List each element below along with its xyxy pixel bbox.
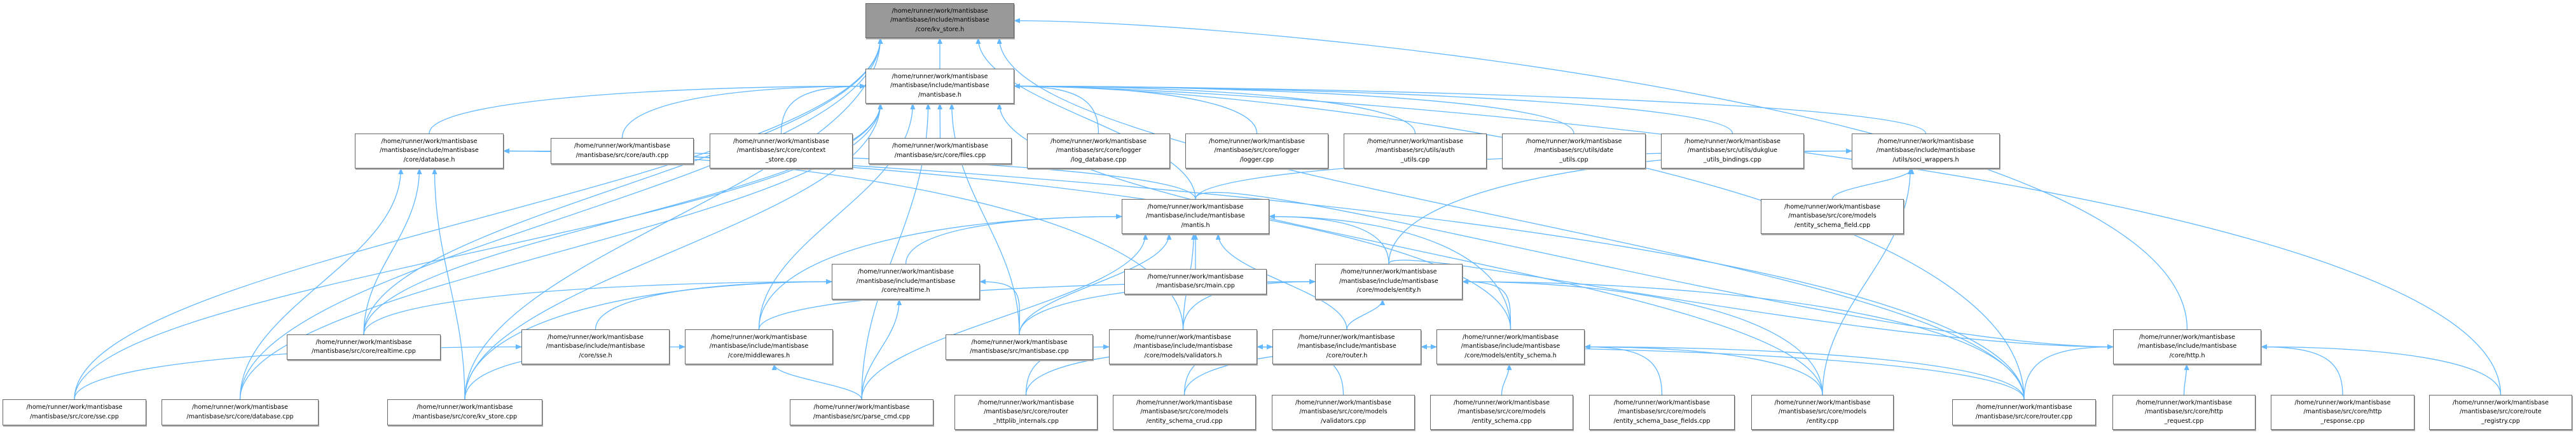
edge-realtime_cpp-to-database_h — [363, 168, 422, 335]
edge-http_response_cpp-to-http_h — [2261, 344, 2343, 395]
edge-route_registry_cpp-to-http_h — [2261, 344, 2502, 395]
edge-log_database_cpp-to-mantisbase_h — [1014, 83, 1099, 134]
edge-database_cpp-to-kv_store_h — [239, 38, 883, 400]
edge-parse_cmd_cpp-to-realtime_h — [861, 299, 902, 400]
edge-context_store_cpp-to-mantisbase_h — [780, 83, 866, 134]
edge-entity_schema_cpp-to-entity_schema_h — [1501, 364, 1512, 395]
edge-entity_schema_h-to-mantis_h — [1269, 214, 1512, 330]
edge-auth_cpp-to-mantisbase_h — [621, 83, 866, 139]
edge-entity_cpp-to-entity_schema_h — [1584, 344, 1823, 395]
edge-kv_store_cpp-to-realtime_h — [464, 279, 832, 400]
node-files-cpp[interactable]: /home/runner/work/mantisbase /mantisbase… — [869, 138, 1012, 164]
node-mantisbase-h[interactable]: /home/runner/work/mantisbase /mantisbase… — [865, 69, 1014, 104]
node-entity-schema-base-fields-cpp[interactable]: /home/runner/work/mantisbase /mantisbase… — [1589, 395, 1735, 430]
node-validators-cpp[interactable]: /home/runner/work/mantisbase /mantisbase… — [1272, 395, 1415, 430]
node-http-request-cpp[interactable]: /home/runner/work/mantisbase /mantisbase… — [2112, 395, 2256, 430]
node-realtime-cpp[interactable]: /home/runner/work/mantisbase /mantisbase… — [287, 334, 441, 360]
edge-mantisbase_cpp-to-realtime_h — [979, 279, 1021, 335]
edge-realtime_cpp-to-kv_store_h — [363, 38, 883, 335]
edge-mantis_h-to-http_h — [1195, 191, 2114, 350]
node-dukglue-utils-bindings-cpp[interactable]: /home/runner/work/mantisbase /mantisbase… — [1661, 134, 1804, 168]
node-sse-cpp[interactable]: /home/runner/work/mantisbase /mantisbase… — [3, 399, 146, 425]
node-log-database-cpp[interactable]: /home/runner/work/mantisbase /mantisbase… — [1027, 134, 1170, 168]
edge-entity_schema_h-to-database_h — [503, 148, 1512, 330]
edge-kv_store_cpp-to-database_h — [432, 168, 465, 400]
edge-entity_schema_base_fields_cpp-to-entity_schema_h — [1584, 344, 1663, 395]
edge-entity_schema_h-to-entity_h — [1462, 279, 1512, 330]
node-entity-schema-field-cpp[interactable]: /home/runner/work/mantisbase /mantisbase… — [1761, 199, 1904, 234]
node-kv-store-cpp[interactable]: /home/runner/work/mantisbase /mantisbase… — [387, 399, 542, 425]
node-database-h[interactable]: /home/runner/work/mantisbase /mantisbase… — [355, 134, 504, 168]
node-auth-utils-cpp[interactable]: /home/runner/work/mantisbase /mantisbase… — [1344, 134, 1487, 168]
node-entity-schema-cpp[interactable]: /home/runner/work/mantisbase /mantisbase… — [1430, 395, 1573, 430]
node-entity-schema-h[interactable]: /home/runner/work/mantisbase /mantisbase… — [1436, 329, 1585, 364]
edge-sse_cpp-to-kv_store_h — [74, 38, 883, 400]
edge-sse_h-to-realtime_h — [595, 279, 832, 330]
edge-router_h-to-entity_h — [1346, 299, 1386, 330]
edge-database_cpp-to-database_h — [239, 168, 404, 400]
node-soci-wrappers-h[interactable]: /home/runner/work/mantisbase /mantisbase… — [1852, 134, 2000, 168]
edge-database_h-to-mantisbase_h — [429, 83, 866, 134]
edge-dukglue_cpp-to-mantisbase_h — [1014, 83, 1733, 134]
node-parse-cmd-cpp[interactable]: /home/runner/work/mantisbase /mantisbase… — [790, 399, 933, 425]
node-database-cpp[interactable]: /home/runner/work/mantisbase /mantisbase… — [162, 399, 319, 425]
node-logger-cpp[interactable]: /home/runner/work/mantisbase /mantisbase… — [1185, 134, 1328, 168]
edge-mantisbase_cpp-to-mantis_h — [1019, 233, 1172, 335]
edge-parse_cmd_cpp-to-mantis_h — [861, 233, 1148, 400]
edge-parse_cmd_cpp-to-middlewares_h — [771, 364, 862, 400]
node-context-store-cpp[interactable]: /home/runner/work/mantisbase /mantisbase… — [710, 134, 853, 168]
edge-kv_store_cpp-to-kv_store_h — [464, 38, 883, 400]
edge-auth_utils_cpp-to-mantisbase_h — [1014, 83, 1416, 134]
node-mantis-h[interactable]: /home/runner/work/mantisbase /mantisbase… — [1122, 199, 1269, 234]
edge-kv_store_cpp-to-mantisbase_h — [464, 103, 883, 400]
node-sse-h[interactable]: /home/runner/work/mantisbase /mantisbase… — [521, 329, 670, 364]
edge-entity_cpp-to-entity_h — [1462, 279, 1823, 395]
node-entity-schema-crud-cpp[interactable]: /home/runner/work/mantisbase /mantisbase… — [1113, 395, 1256, 430]
edge-entity_h-to-http_h — [1388, 259, 2114, 350]
edge-soci_wrappers_h-to-mantisbase_h — [1014, 83, 1927, 134]
edge-realtime_cpp-to-realtime_h — [363, 279, 832, 335]
edge-middlewares_h-to-mantis_h — [758, 214, 1122, 330]
node-router-h[interactable]: /home/runner/work/mantisbase /mantisbase… — [1272, 329, 1421, 364]
edge-router_cpp-to-entity_schema_h — [1584, 344, 2025, 400]
node-http-response-cpp[interactable]: /home/runner/work/mantisbase /mantisbase… — [2271, 395, 2414, 430]
node-entity-h[interactable]: /home/runner/work/mantisbase /mantisbase… — [1315, 264, 1463, 299]
edge-realtime_h-to-mantis_h — [905, 214, 1122, 265]
node-entity-cpp[interactable]: /home/runner/work/mantisbase /mantisbase… — [1751, 395, 1894, 430]
node-middlewares-h[interactable]: /home/runner/work/mantisbase /mantisbase… — [685, 329, 833, 364]
edge-http_h-to-kv_store_h — [1014, 18, 2188, 330]
node-http-h[interactable]: /home/runner/work/mantisbase /mantisbase… — [2113, 329, 2261, 364]
node-router-httplib-internals-cpp[interactable]: /home/runner/work/mantisbase /mantisbase… — [954, 395, 1098, 430]
node-router-cpp[interactable]: /home/runner/work/mantisbase /mantisbase… — [1952, 399, 2096, 425]
edge-mantis_h-to-kv_store_h — [975, 38, 1196, 200]
edge-router_cpp-to-entity_h — [1462, 279, 2025, 400]
node-main-cpp[interactable]: /home/runner/work/mantisbase /mantisbase… — [1124, 269, 1267, 294]
node-route-registry-cpp[interactable]: /home/runner/work/mantisbase /mantisbase… — [2429, 395, 2572, 430]
node-date-utils-cpp[interactable]: /home/runner/work/mantisbase /mantisbase… — [1502, 134, 1646, 168]
node-mantisbase-cpp[interactable]: /home/runner/work/mantisbase /mantisbase… — [946, 334, 1093, 360]
node-validators-h[interactable]: /home/runner/work/mantisbase /mantisbase… — [1109, 329, 1257, 364]
node-kv-store-h[interactable]: /home/runner/work/mantisbase /mantisbase… — [865, 3, 1014, 38]
node-auth-cpp[interactable]: /home/runner/work/mantisbase /mantisbase… — [551, 138, 694, 164]
edge-router_cpp-to-http_h — [2023, 344, 2114, 400]
edge-entity_cpp-to-soci_wrappers_h — [1822, 168, 1913, 395]
node-realtime-h[interactable]: /home/runner/work/mantisbase /mantisbase… — [832, 264, 980, 299]
edge-entity_schema_field_cpp-to-soci_wrappers_h — [1831, 168, 1915, 200]
edge-http_request_cpp-to-http_h — [2183, 364, 2189, 395]
